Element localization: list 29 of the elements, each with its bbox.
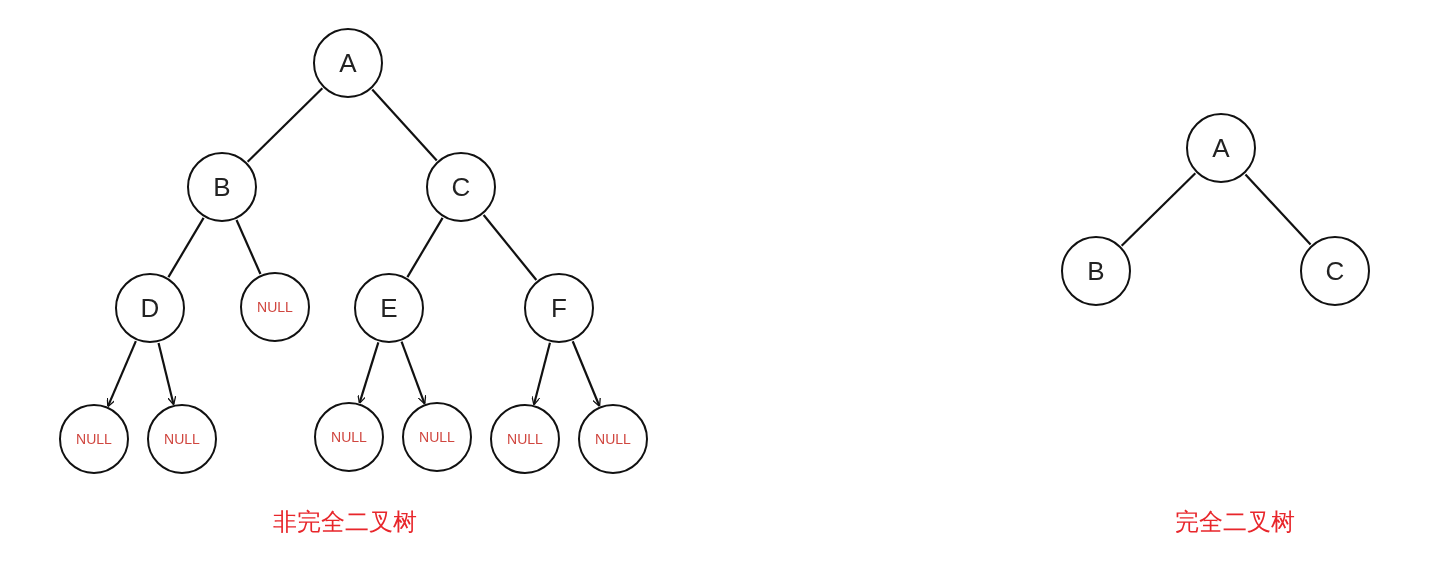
connector-line [1244, 173, 1312, 246]
arrow [357, 342, 380, 404]
node-label: A [1212, 131, 1230, 165]
connector-line [406, 217, 444, 278]
connector-line [246, 87, 324, 163]
tree-caption: 完全二叉树 [1175, 507, 1295, 537]
node-label: E [380, 291, 398, 325]
node-label: A [339, 46, 357, 80]
node-label: NULL [257, 297, 293, 317]
arrow [157, 342, 177, 406]
node-label: NULL [507, 429, 543, 449]
node-label: C [1325, 254, 1345, 288]
node-label: D [140, 291, 160, 325]
node-label: NULL [164, 429, 200, 449]
node-label: NULL [76, 429, 112, 449]
node-label: B [1087, 254, 1105, 288]
node-label: F [551, 291, 567, 325]
arrow [400, 341, 427, 405]
arrow [531, 342, 552, 406]
node-label: NULL [419, 427, 455, 447]
connector-line [1120, 172, 1197, 247]
connector-line [167, 217, 205, 278]
node-label: C [451, 170, 471, 204]
node-label: NULL [331, 427, 367, 447]
node-label: B [213, 170, 231, 204]
connector-line [482, 214, 538, 281]
tree-caption: 非完全二叉树 [273, 507, 417, 537]
connector-line [371, 88, 438, 162]
node-label: NULL [595, 429, 631, 449]
